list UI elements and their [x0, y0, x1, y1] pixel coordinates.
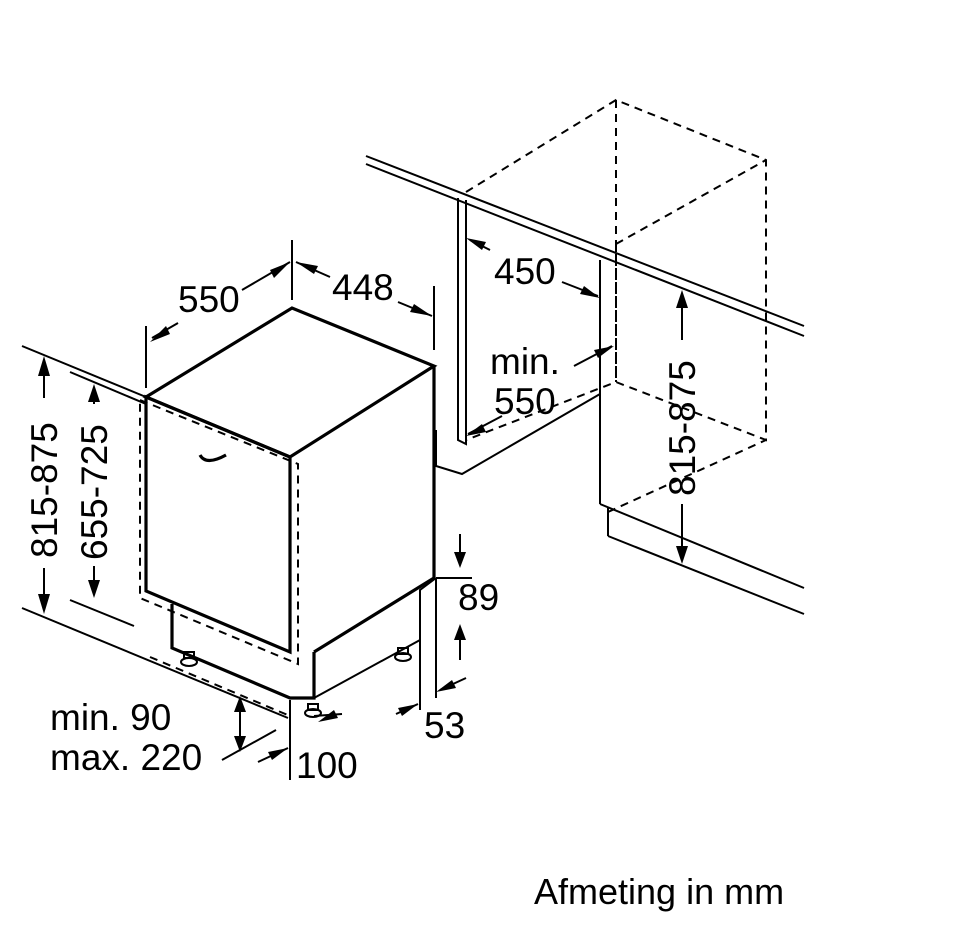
niche-width-label: 450: [494, 251, 556, 292]
dim-height-inner: 655-725: [74, 384, 115, 598]
plinth-top-label: 89: [458, 577, 499, 618]
dim-plinth-height: min. 90 max. 220: [50, 696, 277, 778]
countertop-bottom: [365, 163, 805, 337]
dishwasher-appliance: [139, 306, 438, 718]
height-inner-label: 655-725: [74, 424, 115, 560]
installation-niche: [365, 98, 805, 615]
dishwasher-top: [142, 306, 438, 459]
plinth-height-min: min. 90: [50, 697, 171, 738]
dim-niche-width: 450: [466, 238, 600, 298]
dim-plinth-top: 89: [435, 534, 499, 698]
niche-dashed-outline: [465, 98, 767, 442]
ref-line-top-inner: [69, 371, 147, 405]
ref-line-door-bottom: [69, 599, 135, 627]
dim-depth: 550: [145, 240, 293, 388]
floor-line-upper: [599, 503, 805, 589]
ref-line-floor: [21, 607, 289, 719]
countertop-top: [365, 155, 805, 327]
dishwasher-side: [313, 366, 436, 654]
dim-height-left: 815-875: [24, 356, 65, 614]
door-panel-outline: [139, 398, 299, 666]
dishwasher-front: [144, 394, 292, 655]
plinth-side: [313, 577, 437, 699]
niche-depth-line1: min.: [490, 341, 560, 382]
niche-dashed-mid: [615, 159, 767, 245]
width-label: 448: [332, 267, 394, 308]
foot-front-left: [180, 651, 198, 667]
plinth-height-max: max. 220: [50, 737, 202, 778]
plinth-recess: [170, 604, 316, 700]
ref-line-top-left: [21, 345, 147, 398]
foot-front-right: [304, 703, 322, 718]
dim-niche-depth: min. 550: [466, 341, 614, 436]
niche-height-label: 815-875: [662, 360, 703, 496]
plinth-depth-label: 100: [296, 745, 358, 786]
dim-niche-height: 815-875: [662, 290, 703, 564]
plinth-bottom-label: 53: [424, 705, 465, 746]
caption: Afmeting in mm: [534, 871, 784, 912]
niche-dashed-floor: [607, 439, 767, 513]
niche-depth-line2: 550: [494, 381, 556, 422]
floor-line-lower: [607, 535, 805, 615]
dim-plinth-bottom: 53: [395, 640, 467, 746]
foot-back-right: [394, 647, 412, 662]
height-left-label: 815-875: [24, 422, 65, 558]
dim-width: 448: [295, 261, 435, 350]
depth-label: 550: [178, 279, 240, 320]
left-cabinet-panel: [457, 198, 467, 446]
left-cabinet-base: [435, 393, 601, 476]
plinth-floor-dash: [149, 656, 291, 717]
dim-plinth-depth: 100: [257, 700, 358, 786]
door-handle-icon: [198, 453, 227, 463]
